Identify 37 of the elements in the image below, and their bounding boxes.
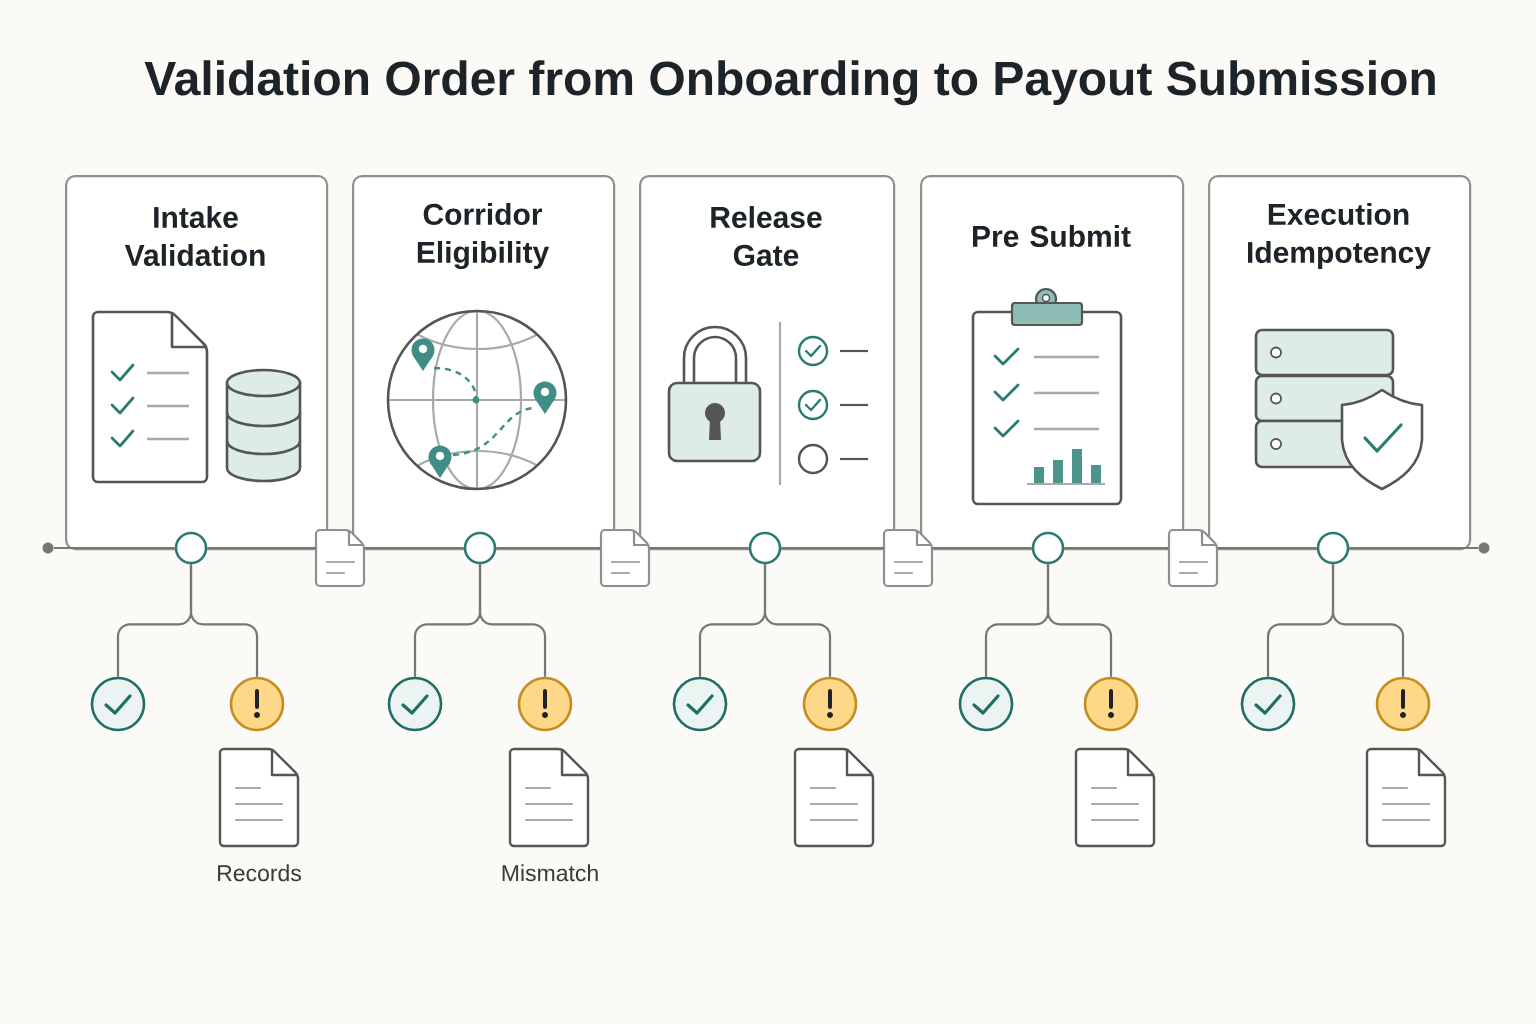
check-circle-icon	[90, 676, 146, 732]
timeline-line	[932, 546, 1032, 550]
branch-line	[1331, 564, 1405, 677]
check-circle-icon	[387, 676, 443, 732]
timeline-line	[1217, 546, 1317, 550]
branch-line	[1046, 564, 1113, 677]
warning-circle-icon	[517, 676, 573, 732]
timeline-node	[463, 531, 497, 565]
timeline-node	[748, 531, 782, 565]
timeline-line	[1349, 546, 1479, 550]
document-icon	[1167, 528, 1219, 588]
diagram-title: Validation Order from Onboarding to Payout Submission	[144, 60, 1435, 106]
document-icon	[314, 528, 366, 588]
document-icon	[599, 528, 651, 588]
document-caption: Mismatch	[502, 864, 598, 882]
warning-circle-icon	[802, 676, 858, 732]
timeline-node	[1031, 531, 1065, 565]
document-icon	[882, 528, 934, 588]
branch-line	[478, 564, 547, 677]
warning-circle-icon	[1375, 676, 1431, 732]
document-caption: Records	[218, 864, 301, 882]
warning-circle-icon	[229, 676, 285, 732]
timeline-node	[1316, 531, 1350, 565]
timeline-line	[1064, 546, 1169, 550]
timeline-node	[174, 531, 208, 565]
timeline-line	[364, 546, 464, 550]
check-circle-icon	[672, 676, 728, 732]
check-circle-icon	[1240, 676, 1296, 732]
branch-line	[189, 564, 259, 677]
timeline-line	[781, 546, 884, 550]
timeline-line	[53, 546, 175, 550]
timeline-line	[496, 546, 601, 550]
timeline-line	[649, 546, 749, 550]
timeline-line	[207, 546, 316, 550]
branch-line	[763, 564, 832, 677]
warning-circle-icon	[1083, 676, 1139, 732]
check-circle-icon	[958, 676, 1014, 732]
